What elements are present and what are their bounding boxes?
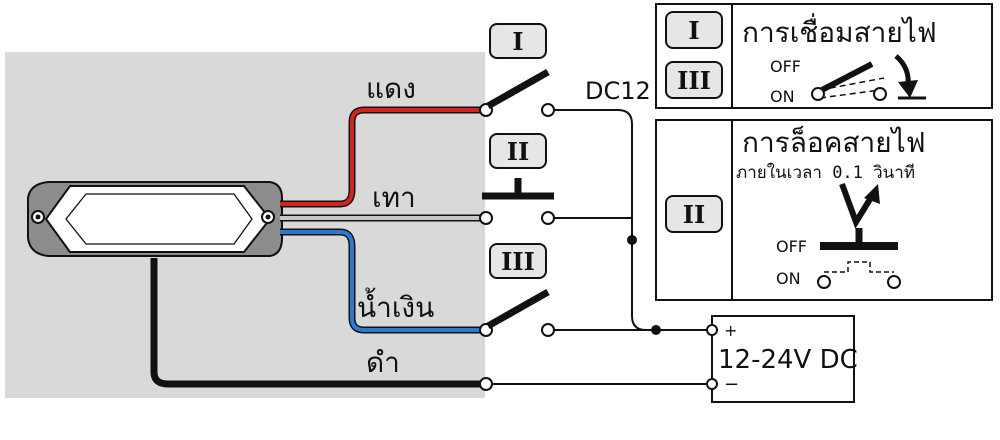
supply-wiring <box>492 109 712 385</box>
svg-text:I: I <box>512 27 523 56</box>
minus-terminal-label: − <box>724 374 739 395</box>
blue-wire <box>280 228 480 334</box>
switch-1-badge: I <box>489 23 547 59</box>
legend-lock-on: ON <box>776 269 801 288</box>
red-wire <box>280 106 480 208</box>
voltage-label: 12-24V DC <box>718 345 858 375</box>
press-arrow-icon <box>839 182 875 229</box>
svg-text:II: II <box>507 137 529 166</box>
plus-terminal-label: + <box>724 321 737 340</box>
legend-badge-1 <box>665 11 723 49</box>
switch-3-badge: III <box>489 243 547 279</box>
junction-dot <box>651 325 661 335</box>
black-wire <box>150 258 480 388</box>
terminal-black <box>479 377 493 391</box>
junction-dot <box>627 235 637 245</box>
legend-lock-panel: II การล็อคสายไฟ ภายในเวลา 0.1 วินาที OFF… <box>655 119 993 301</box>
wire-label-black: ดำ <box>366 346 400 379</box>
legend-badge-2 <box>665 195 723 233</box>
legend-lock-subtitle: ภายในเวลา 0.1 วินาที <box>736 162 915 183</box>
terminal-gray <box>479 211 493 225</box>
legend-lock-off: OFF <box>776 237 807 256</box>
switch-3-lever <box>486 288 550 330</box>
legend-connect-off: OFF <box>770 57 801 76</box>
switch-1-lever <box>486 68 550 110</box>
legend-connect-on: ON <box>770 87 795 106</box>
legend-connect-title: การเชื่อมสายไฟ <box>742 13 937 49</box>
svg-text:I: I <box>688 16 699 45</box>
led-device <box>27 181 283 257</box>
wire-label-red: แดง <box>366 72 416 105</box>
svg-text:II: II <box>683 200 705 229</box>
legend-connect-panel: I III การเชื่อมสายไฟ OFF ON <box>655 3 993 109</box>
wire-label-blue: น้ำเงิน <box>357 287 434 324</box>
dc-label: DC12 <box>585 77 651 105</box>
legend-lock-title: การล็อคสายไฟ <box>742 125 926 159</box>
wire-label-gray: เทา <box>372 181 416 214</box>
svg-text:III: III <box>501 247 535 276</box>
svg-text:III: III <box>677 66 711 95</box>
legend-badge-3 <box>665 61 723 99</box>
switch-2-pushbutton <box>482 178 554 200</box>
power-supply-box: + − 12-24V DC <box>706 315 858 403</box>
switch-2-badge: II <box>489 133 547 169</box>
